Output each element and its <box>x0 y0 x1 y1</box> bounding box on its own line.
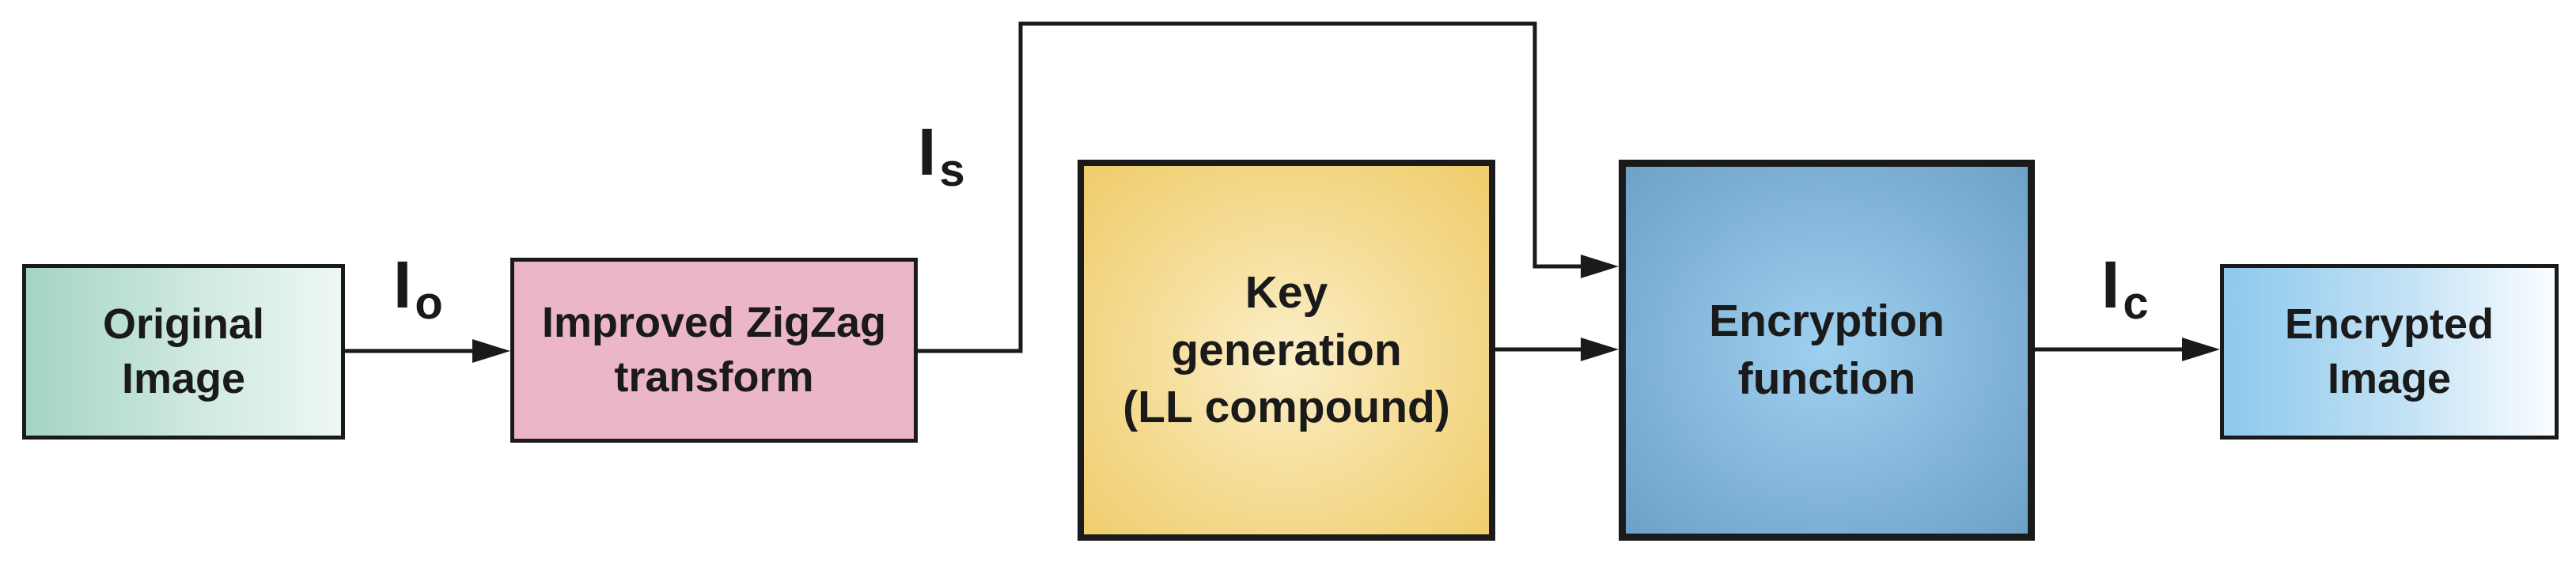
zigzag-label-line1: Improved ZigZag <box>541 298 887 346</box>
signal-label-io: Io <box>393 251 443 326</box>
encryption-function-label-line1: Encryption <box>1709 296 1945 347</box>
signal-is-main: I <box>918 115 937 189</box>
zigzag-transform-node: Improved ZigZag transform <box>510 258 918 443</box>
signal-label-is: Is <box>918 119 965 194</box>
signal-label-ic: Ic <box>2101 251 2149 326</box>
zigzag-label-line2: transform <box>614 353 814 401</box>
key-generation-label-line2: generation <box>1171 324 1402 375</box>
original-image-label-line1: Original <box>102 300 265 348</box>
arrowhead-is-to-encryption <box>1581 255 1619 278</box>
signal-io-main: I <box>393 247 412 322</box>
signal-ic-subscript: c <box>2123 277 2149 329</box>
arrowhead-keygen-to-encryption <box>1581 338 1619 361</box>
arrowhead-to-zigzag <box>472 339 510 363</box>
signal-io-subscript: o <box>415 277 443 329</box>
encryption-function-node: Encryption function <box>1619 160 2035 541</box>
encrypted-image-label-line1: Encrypted <box>2284 300 2495 348</box>
arrowhead-to-encrypted <box>2182 338 2220 361</box>
signal-ic-main: I <box>2101 247 2120 322</box>
encrypted-image-node: Encrypted Image <box>2220 264 2559 440</box>
key-generation-node: Key generation (LL compound) <box>1078 160 1495 541</box>
key-generation-label-line1: Key <box>1244 266 1328 318</box>
signal-is-subscript: s <box>939 145 965 196</box>
encryption-function-label-line2: function <box>1737 353 1916 404</box>
key-generation-label-line3: (LL compound) <box>1123 382 1450 433</box>
edge-zigzag-to-encryption <box>918 21 1582 353</box>
original-image-node: Original Image <box>22 264 345 440</box>
encrypted-image-label-line2: Image <box>2327 355 2452 402</box>
original-image-label-line2: Image <box>121 355 246 402</box>
